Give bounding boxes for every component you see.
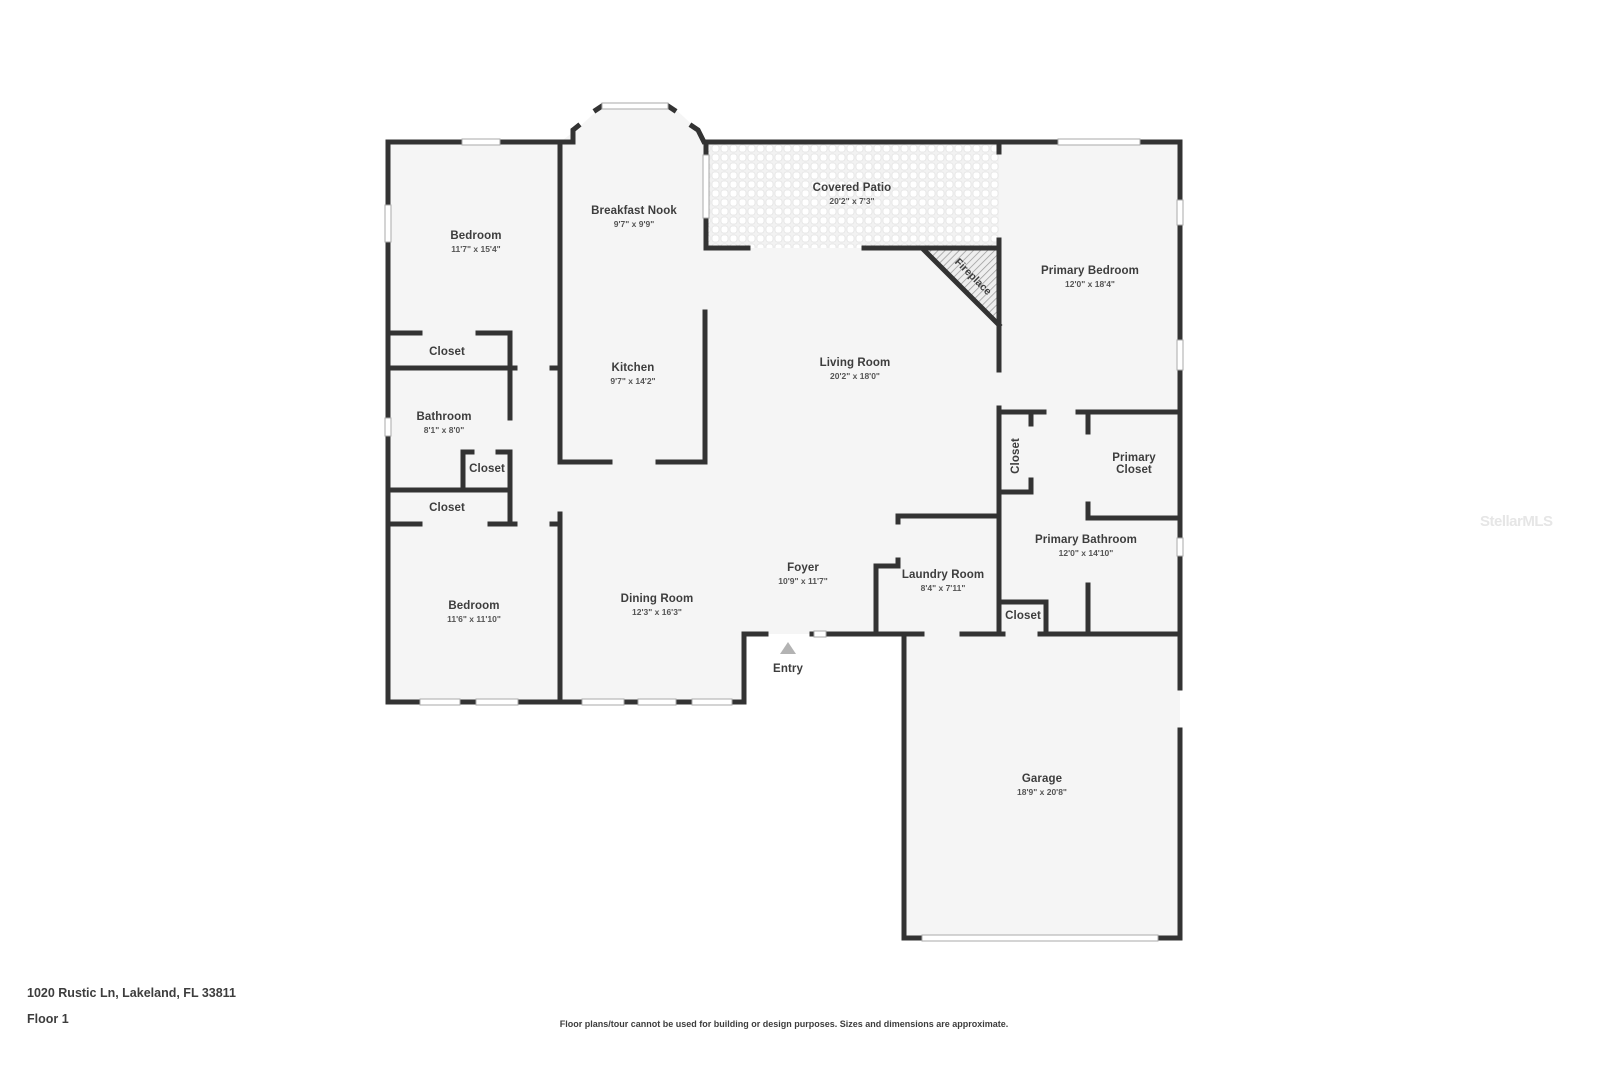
room-breakfast-nook: Breakfast Nook 9'7" x 9'9" xyxy=(591,205,677,229)
room-laundry-room: Laundry Room 8'4" x 7'11" xyxy=(902,569,984,593)
room-closet-primary-vertical: Closet xyxy=(1010,438,1022,474)
room-name: Laundry Room xyxy=(901,569,985,581)
room-name: Closet xyxy=(469,463,505,475)
room-living-room: Living Room 20'2" x 18'0" xyxy=(820,357,891,381)
room-name: Closet xyxy=(1005,610,1041,622)
floor-label: Floor 1 xyxy=(27,1012,69,1026)
room-name: Covered Patio xyxy=(812,182,892,194)
room-name: Bathroom xyxy=(416,411,472,423)
room-dims: 9'7" x 14'2" xyxy=(610,376,656,386)
watermark: StellarMLS xyxy=(1480,513,1553,530)
room-name: Dining Room xyxy=(620,593,694,605)
room-dims: 12'0" x 18'4" xyxy=(1065,279,1115,289)
room-name: Bedroom xyxy=(448,600,500,612)
room-name: Living Room xyxy=(819,357,891,369)
room-name: Closet xyxy=(429,502,465,514)
room-kitchen: Kitchen 9'7" x 14'2" xyxy=(610,362,655,386)
room-primary-bathroom: Primary Bathroom 12'0" x 14'10" xyxy=(1035,534,1137,558)
room-name: Bedroom xyxy=(450,230,502,242)
room-primary-bedroom: Primary Bedroom 12'0" x 18'4" xyxy=(1041,265,1139,289)
room-name: Entry xyxy=(773,663,803,675)
room-name: Closet xyxy=(429,346,465,358)
room-closet-primary-bath: Closet xyxy=(1005,610,1041,622)
room-dims: 8'4" x 7'11" xyxy=(920,583,966,593)
room-name: Closet xyxy=(1116,464,1152,476)
room-dining-room: Dining Room 12'3" x 16'3" xyxy=(621,593,694,617)
entry-label: Entry xyxy=(773,663,803,675)
room-name: Garage xyxy=(1021,773,1063,785)
room-dims: 11'6" x 11'10" xyxy=(447,614,501,624)
walls xyxy=(385,102,1183,941)
room-dims: 10'9" x 11'7" xyxy=(778,576,828,586)
room-dims: 20'2" x 18'0" xyxy=(830,371,880,381)
room-covered-patio: Covered Patio 20'2" x 7'3" xyxy=(813,182,892,206)
room-dims: 12'0" x 14'10" xyxy=(1058,548,1114,558)
room-dims: 9'7" x 9'9" xyxy=(613,219,655,229)
room-name: Closet xyxy=(1010,438,1022,474)
property-address: 1020 Rustic Ln, Lakeland, FL 33811 xyxy=(27,986,236,1000)
room-dims: 12'3" x 16'3" xyxy=(632,607,682,617)
room-dims: 20'2" x 7'3" xyxy=(829,196,875,206)
room-name: Primary xyxy=(1112,452,1156,464)
room-foyer: Foyer 10'9" x 11'7" xyxy=(778,562,827,586)
room-dims: 11'7" x 15'4" xyxy=(451,244,501,254)
room-bedroom-nw: Bedroom 11'7" x 15'4" xyxy=(450,230,501,254)
room-dims: 18'9" x 20'8" xyxy=(1017,787,1067,797)
room-primary-closet: Primary Closet xyxy=(1112,452,1156,476)
room-name: Foyer xyxy=(787,562,819,574)
entry-arrow-icon xyxy=(780,642,796,654)
room-closet-sw: Closet xyxy=(429,502,465,514)
room-name: Breakfast Nook xyxy=(591,205,677,217)
room-closet-bath: Closet xyxy=(469,463,505,475)
room-dims: 8'1" x 8'0" xyxy=(423,425,465,435)
room-name: Primary Bathroom xyxy=(1035,534,1137,546)
room-garage: Garage 18'9" x 20'8" xyxy=(1017,773,1067,797)
room-name: Primary Bedroom xyxy=(1040,265,1140,277)
room-name: Kitchen xyxy=(611,362,655,374)
windows xyxy=(384,102,1184,942)
room-bathroom: Bathroom 8'1" x 8'0" xyxy=(416,411,471,435)
room-closet-nw: Closet xyxy=(429,346,465,358)
covered-patio-floor xyxy=(706,143,999,248)
disclaimer: Floor plans/tour cannot be used for buil… xyxy=(559,1019,1009,1029)
room-bedroom-sw: Bedroom 11'6" x 11'10" xyxy=(447,600,501,624)
